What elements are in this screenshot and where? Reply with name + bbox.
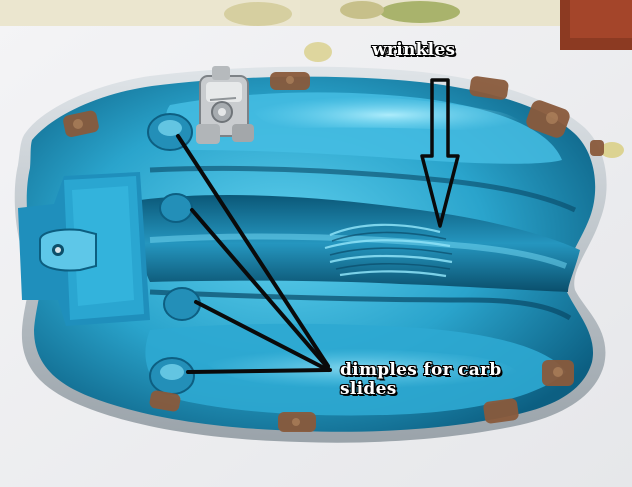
annotation-wrinkles: wrinkles (372, 40, 456, 60)
annotation-dimples: dimples for carb slides (340, 360, 502, 399)
